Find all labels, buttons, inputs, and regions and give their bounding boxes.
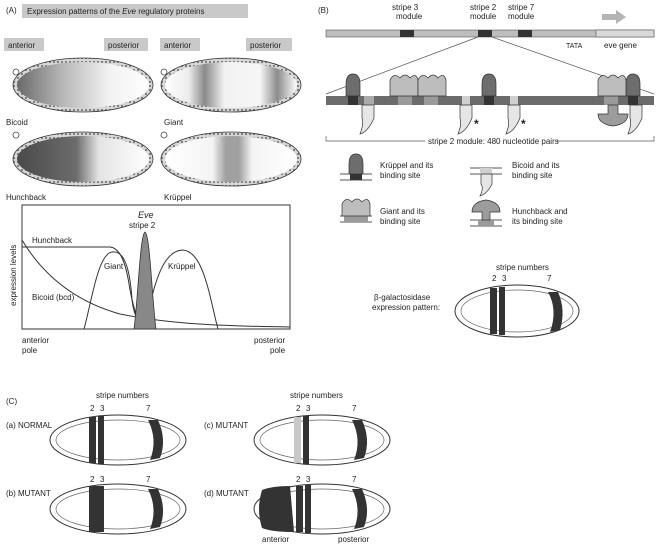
label-anterior-1: anterior	[8, 41, 35, 50]
panel-c: (C) stripe numbers stripe numbers 2 3 7 …	[6, 391, 391, 544]
stripe3-module-label: module	[396, 12, 423, 21]
stripe2-label: stripe 2	[470, 3, 497, 12]
label-mutant-c: (c) MUTANT	[204, 421, 248, 430]
c-d-num-2: 2	[296, 475, 301, 484]
embryo-hunchback	[12, 131, 154, 187]
panel-a-label: (A)	[6, 6, 17, 15]
stripe3-label: stripe 3	[392, 3, 419, 12]
stripe7-label: stripe 7	[508, 3, 535, 12]
c-d-num-7: 7	[352, 475, 357, 484]
panel-b: (B) stripe 3 module stripe 2 module stri…	[318, 3, 655, 338]
panel-c-label: (C)	[6, 397, 17, 406]
betagal-label-2: expression pattern:	[372, 303, 440, 312]
panel-a: (A) Expression patterns of the Eve regul…	[4, 4, 302, 355]
label-mutant-b: (b) MUTANT	[6, 489, 51, 498]
c-a-num-2: 2	[90, 404, 95, 413]
c-a-num-3: 3	[100, 404, 105, 413]
legend-bicoid-site: binding site	[512, 171, 553, 180]
c-c-num-2: 2	[296, 404, 301, 413]
embryo-bicoid	[12, 57, 154, 113]
binding-legend: Krüppel and its binding site Bicoid and …	[340, 153, 568, 227]
label-mutant-d: (d) MUTANT	[204, 489, 249, 498]
embryo-giant	[160, 57, 302, 113]
legend-kruppel: Krüppel and its	[380, 161, 433, 170]
eve-gene-label: eve gene	[604, 41, 637, 50]
b-stripe-numbers: stripe numbers	[496, 263, 549, 272]
embryo-mutant-d	[253, 483, 391, 535]
embryo-mutant-b	[49, 483, 187, 535]
tata-label: TATA	[566, 43, 583, 50]
graph-posterior-pole: pole	[270, 346, 286, 355]
stripe2-module-label: module	[470, 12, 497, 21]
b-num-3: 3	[502, 274, 507, 283]
eve-stripe-sub: stripe 2	[129, 221, 156, 230]
eve-stripe-title: Eve	[138, 210, 154, 220]
stripe7-module-label: module	[508, 12, 535, 21]
legend-hunchback: Hunchback and	[512, 207, 568, 216]
b-num-7: 7	[547, 274, 552, 283]
label-posterior-2: posterior	[250, 41, 281, 50]
c-a-num-7: 7	[146, 404, 151, 413]
c-d-num-3: 3	[306, 475, 311, 484]
betagal-embryo	[454, 284, 580, 338]
c-stripe-numbers-right: stripe numbers	[290, 391, 343, 400]
stripe2-module-diagram: * *	[326, 73, 654, 135]
mutation-asterisk-2: *	[521, 117, 526, 131]
embryo-label-hunchback: Hunchback	[6, 193, 47, 202]
curve-label-bicoid: Bicoid (bcd)	[32, 293, 75, 302]
graph-ylabel: expression levels	[9, 245, 18, 306]
legend-bicoid: Bicoid and its	[512, 161, 560, 170]
transcription-arrow-icon	[602, 10, 626, 24]
c-b-num-3: 3	[100, 475, 105, 484]
curve-label-hunchback: Hunchback	[32, 236, 73, 245]
panel-a-title-box	[22, 4, 248, 18]
graph-posterior: posterior	[254, 336, 285, 345]
legend-giant-site: binding site	[380, 217, 421, 226]
embryo-label-giant: Giant	[164, 118, 184, 127]
expression-graph: expression levels Eve stripe 2 Hunchback…	[9, 204, 291, 330]
gene-bar	[325, 10, 655, 38]
c-stripe-numbers-left: stripe numbers	[96, 391, 149, 400]
label-anterior-2: anterior	[164, 41, 191, 50]
legend-kruppel-site: binding site	[380, 171, 421, 180]
c-b-num-2: 2	[90, 475, 95, 484]
betagal-label-1: β-galactosidase	[374, 293, 431, 302]
panel-a-title: Expression patterns of the Eve regulator…	[27, 7, 204, 16]
curve-label-kruppel: Krüppel	[168, 262, 196, 271]
embryo-mutant-c	[253, 414, 391, 466]
c-c-num-7: 7	[352, 404, 357, 413]
module-caption: stripe 2 module: 480 nucleotide pairs	[428, 137, 559, 146]
mutation-asterisk-1: *	[474, 117, 479, 131]
embryo-normal	[49, 414, 187, 466]
c-c-num-3: 3	[306, 404, 311, 413]
graph-anterior-pole: pole	[22, 346, 38, 355]
legend-hunchback-site: its binding site	[512, 217, 563, 226]
embryo-label-bicoid: Bicoid	[6, 118, 28, 127]
panel-b-label: (B)	[318, 6, 329, 15]
legend-giant: Giant and its	[380, 207, 425, 216]
embryo-kruppel	[160, 131, 302, 187]
c-anterior: anterior	[262, 535, 289, 544]
curve-label-giant: Giant	[104, 262, 124, 271]
label-normal: (a) NORMAL	[6, 421, 53, 430]
embryo-label-kruppel: Krüppel	[164, 193, 192, 202]
graph-anterior: anterior	[22, 336, 49, 345]
b-num-2: 2	[492, 274, 497, 283]
c-posterior: posterior	[338, 535, 369, 544]
c-b-num-7: 7	[146, 475, 151, 484]
label-posterior-1: posterior	[108, 41, 139, 50]
